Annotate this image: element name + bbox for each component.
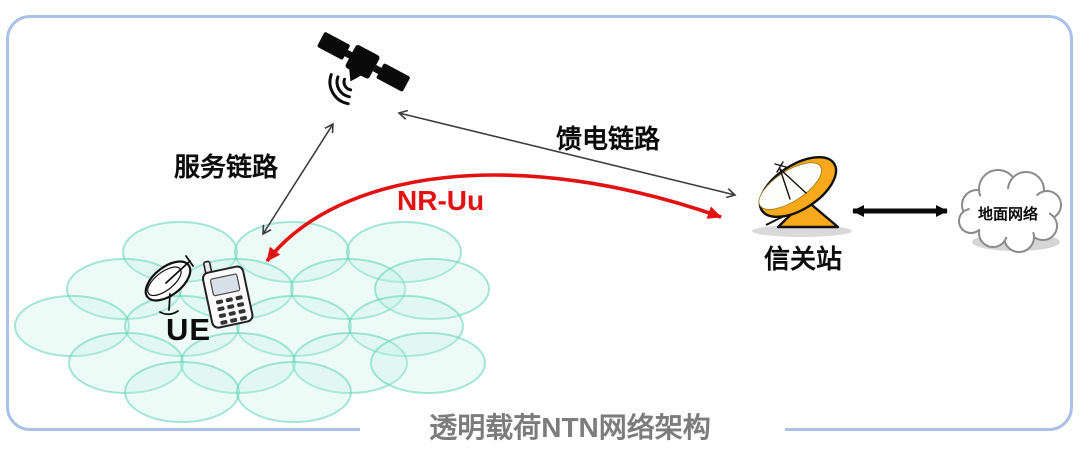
diagram-title: 透明载荷NTN网络架构 <box>429 412 711 443</box>
coverage-cell <box>124 361 240 423</box>
satellite-icon <box>317 32 410 106</box>
ground-network-label: 地面网络 <box>977 206 1038 223</box>
coverage-cell <box>236 361 352 423</box>
coverage-cell <box>14 295 130 357</box>
gateway-dish-icon <box>752 155 852 237</box>
frame-bottom-gap <box>360 424 785 436</box>
cloud-icon <box>958 169 1062 253</box>
ue-dish-icon <box>144 255 194 316</box>
coverage-cell <box>370 332 486 394</box>
feeder-link-arrow <box>397 109 737 199</box>
ue-label: UE <box>166 312 212 347</box>
service-link-arrow <box>262 122 334 236</box>
ue-phone-icon <box>201 260 254 329</box>
coverage-cells <box>14 221 490 423</box>
feeder-link-label: 馈电链路 <box>556 124 661 154</box>
gateway-label: 信关站 <box>764 244 843 274</box>
service-link-label: 服务链路 <box>174 152 279 182</box>
nr-uu-label: NR-Uu <box>397 185 485 216</box>
